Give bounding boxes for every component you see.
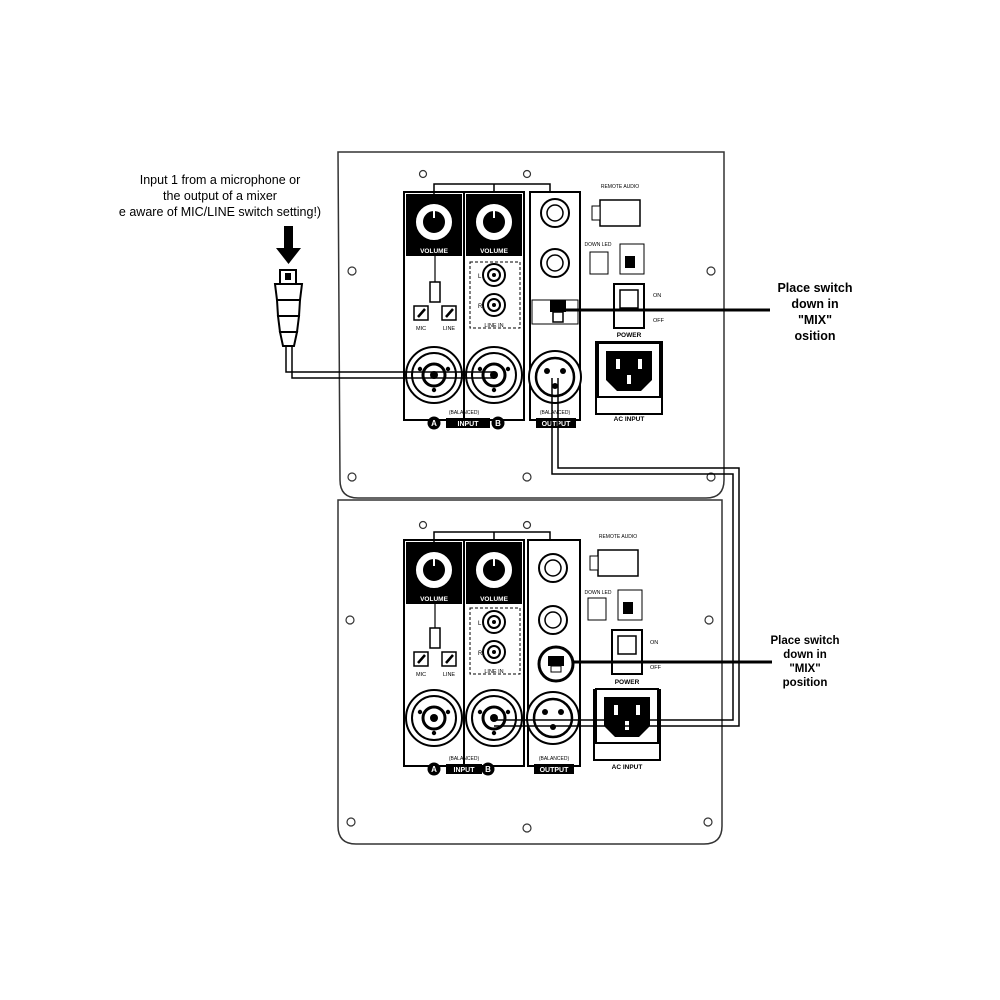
svg-text:B: B bbox=[485, 765, 491, 774]
top-amp-panel: VOLUME VOLUME MIC LINE L R LINE IN (BALA… bbox=[337, 151, 725, 499]
svg-text:R: R bbox=[478, 651, 483, 657]
svg-text:OFF: OFF bbox=[650, 665, 662, 671]
bottom-combo-jack-b bbox=[464, 688, 524, 748]
svg-text:INPUT: INPUT bbox=[458, 421, 480, 428]
svg-text:AC INPUT: AC INPUT bbox=[614, 416, 645, 423]
input-note-line3: e aware of MIC/LINE switch setting!) bbox=[118, 205, 322, 219]
input-note-line2: the output of a mixer bbox=[163, 189, 277, 203]
svg-text:B: B bbox=[495, 419, 501, 428]
svg-text:REMOTE AUDIO: REMOTE AUDIO bbox=[601, 184, 639, 190]
top-mix-switch bbox=[550, 300, 566, 312]
bottom-volume-a-label: VOLUME bbox=[420, 596, 448, 603]
down-arrow-icon bbox=[276, 226, 301, 264]
top-note-line1: Place switch bbox=[777, 281, 853, 295]
bottom-mix-switch bbox=[548, 656, 564, 666]
top-iec-power-inlet bbox=[597, 342, 661, 398]
svg-text:A: A bbox=[431, 419, 437, 428]
bottom-mix-switch-highlight bbox=[537, 645, 575, 683]
svg-text:LINE IN: LINE IN bbox=[484, 323, 503, 329]
bottom-iec-power-inlet bbox=[595, 688, 659, 744]
bottom-note-line4: position bbox=[782, 677, 828, 689]
svg-text:(BALANCED): (BALANCED) bbox=[539, 756, 570, 762]
svg-text:OFF: OFF bbox=[653, 318, 665, 324]
top-combo-jack-a bbox=[404, 345, 464, 405]
top-xlr-output-jack bbox=[527, 349, 583, 405]
top-note-line4: osition bbox=[794, 329, 836, 343]
top-volume-a-label: VOLUME bbox=[420, 248, 448, 255]
bottom-note-line1: Place switch bbox=[770, 635, 840, 647]
svg-text:ON: ON bbox=[653, 293, 661, 299]
svg-text:LINE: LINE bbox=[443, 326, 456, 332]
svg-text:MIC: MIC bbox=[416, 326, 426, 332]
input-note-line1: Input 1 from a microphone or bbox=[139, 173, 301, 187]
bottom-volume-b-label: VOLUME bbox=[480, 596, 508, 603]
input-cable bbox=[285, 346, 494, 379]
svg-text:(BALANCED): (BALANCED) bbox=[449, 410, 480, 416]
svg-text:LINE: LINE bbox=[443, 672, 456, 678]
top-switch-callout: Place switch down in "MIX" osition bbox=[750, 280, 880, 344]
svg-text:REMOTE AUDIO: REMOTE AUDIO bbox=[599, 534, 637, 540]
bottom-amp-panel: VOLUME VOLUME MIC LINE L R LINE IN (BALA… bbox=[337, 499, 723, 845]
svg-text:A: A bbox=[431, 765, 437, 774]
svg-text:INPUT: INPUT bbox=[454, 767, 476, 774]
svg-text:POWER: POWER bbox=[617, 332, 642, 339]
svg-text:L: L bbox=[478, 274, 482, 280]
link-cable bbox=[494, 378, 740, 727]
top-note-line2: down in bbox=[791, 297, 839, 311]
top-rca-l-jack bbox=[482, 263, 506, 287]
svg-text:OUTPUT: OUTPUT bbox=[542, 421, 572, 428]
svg-text:R: R bbox=[478, 304, 483, 310]
bottom-combo-jack-a bbox=[404, 688, 464, 748]
svg-text:(BALANCED): (BALANCED) bbox=[540, 410, 571, 416]
input-source-callout: Input 1 from a microphone or the output … bbox=[90, 172, 350, 220]
xlr-plug-icon bbox=[273, 269, 304, 347]
svg-text:L: L bbox=[478, 621, 482, 627]
top-rca-r-jack bbox=[482, 293, 506, 317]
svg-text:AC INPUT: AC INPUT bbox=[612, 764, 643, 771]
top-note-line3: "MIX" bbox=[797, 313, 833, 327]
bottom-xlr-output-jack bbox=[525, 690, 581, 746]
svg-text:MIC: MIC bbox=[416, 672, 426, 678]
svg-text:LINE IN: LINE IN bbox=[484, 669, 503, 675]
svg-text:(BALANCED): (BALANCED) bbox=[449, 756, 480, 762]
top-combo-jack-b bbox=[464, 345, 524, 405]
top-volume-b-label: VOLUME bbox=[480, 248, 508, 255]
svg-text:DOWN LED: DOWN LED bbox=[585, 590, 612, 596]
svg-text:ON: ON bbox=[650, 640, 658, 646]
svg-text:OUTPUT: OUTPUT bbox=[540, 767, 570, 774]
svg-text:POWER: POWER bbox=[615, 679, 640, 686]
bottom-note-line2: down in bbox=[783, 649, 827, 661]
svg-text:DOWN LED: DOWN LED bbox=[585, 242, 612, 248]
bottom-note-line3: "MIX" bbox=[789, 663, 821, 675]
bottom-switch-callout: Place switch down in "MIX" position bbox=[745, 634, 865, 690]
